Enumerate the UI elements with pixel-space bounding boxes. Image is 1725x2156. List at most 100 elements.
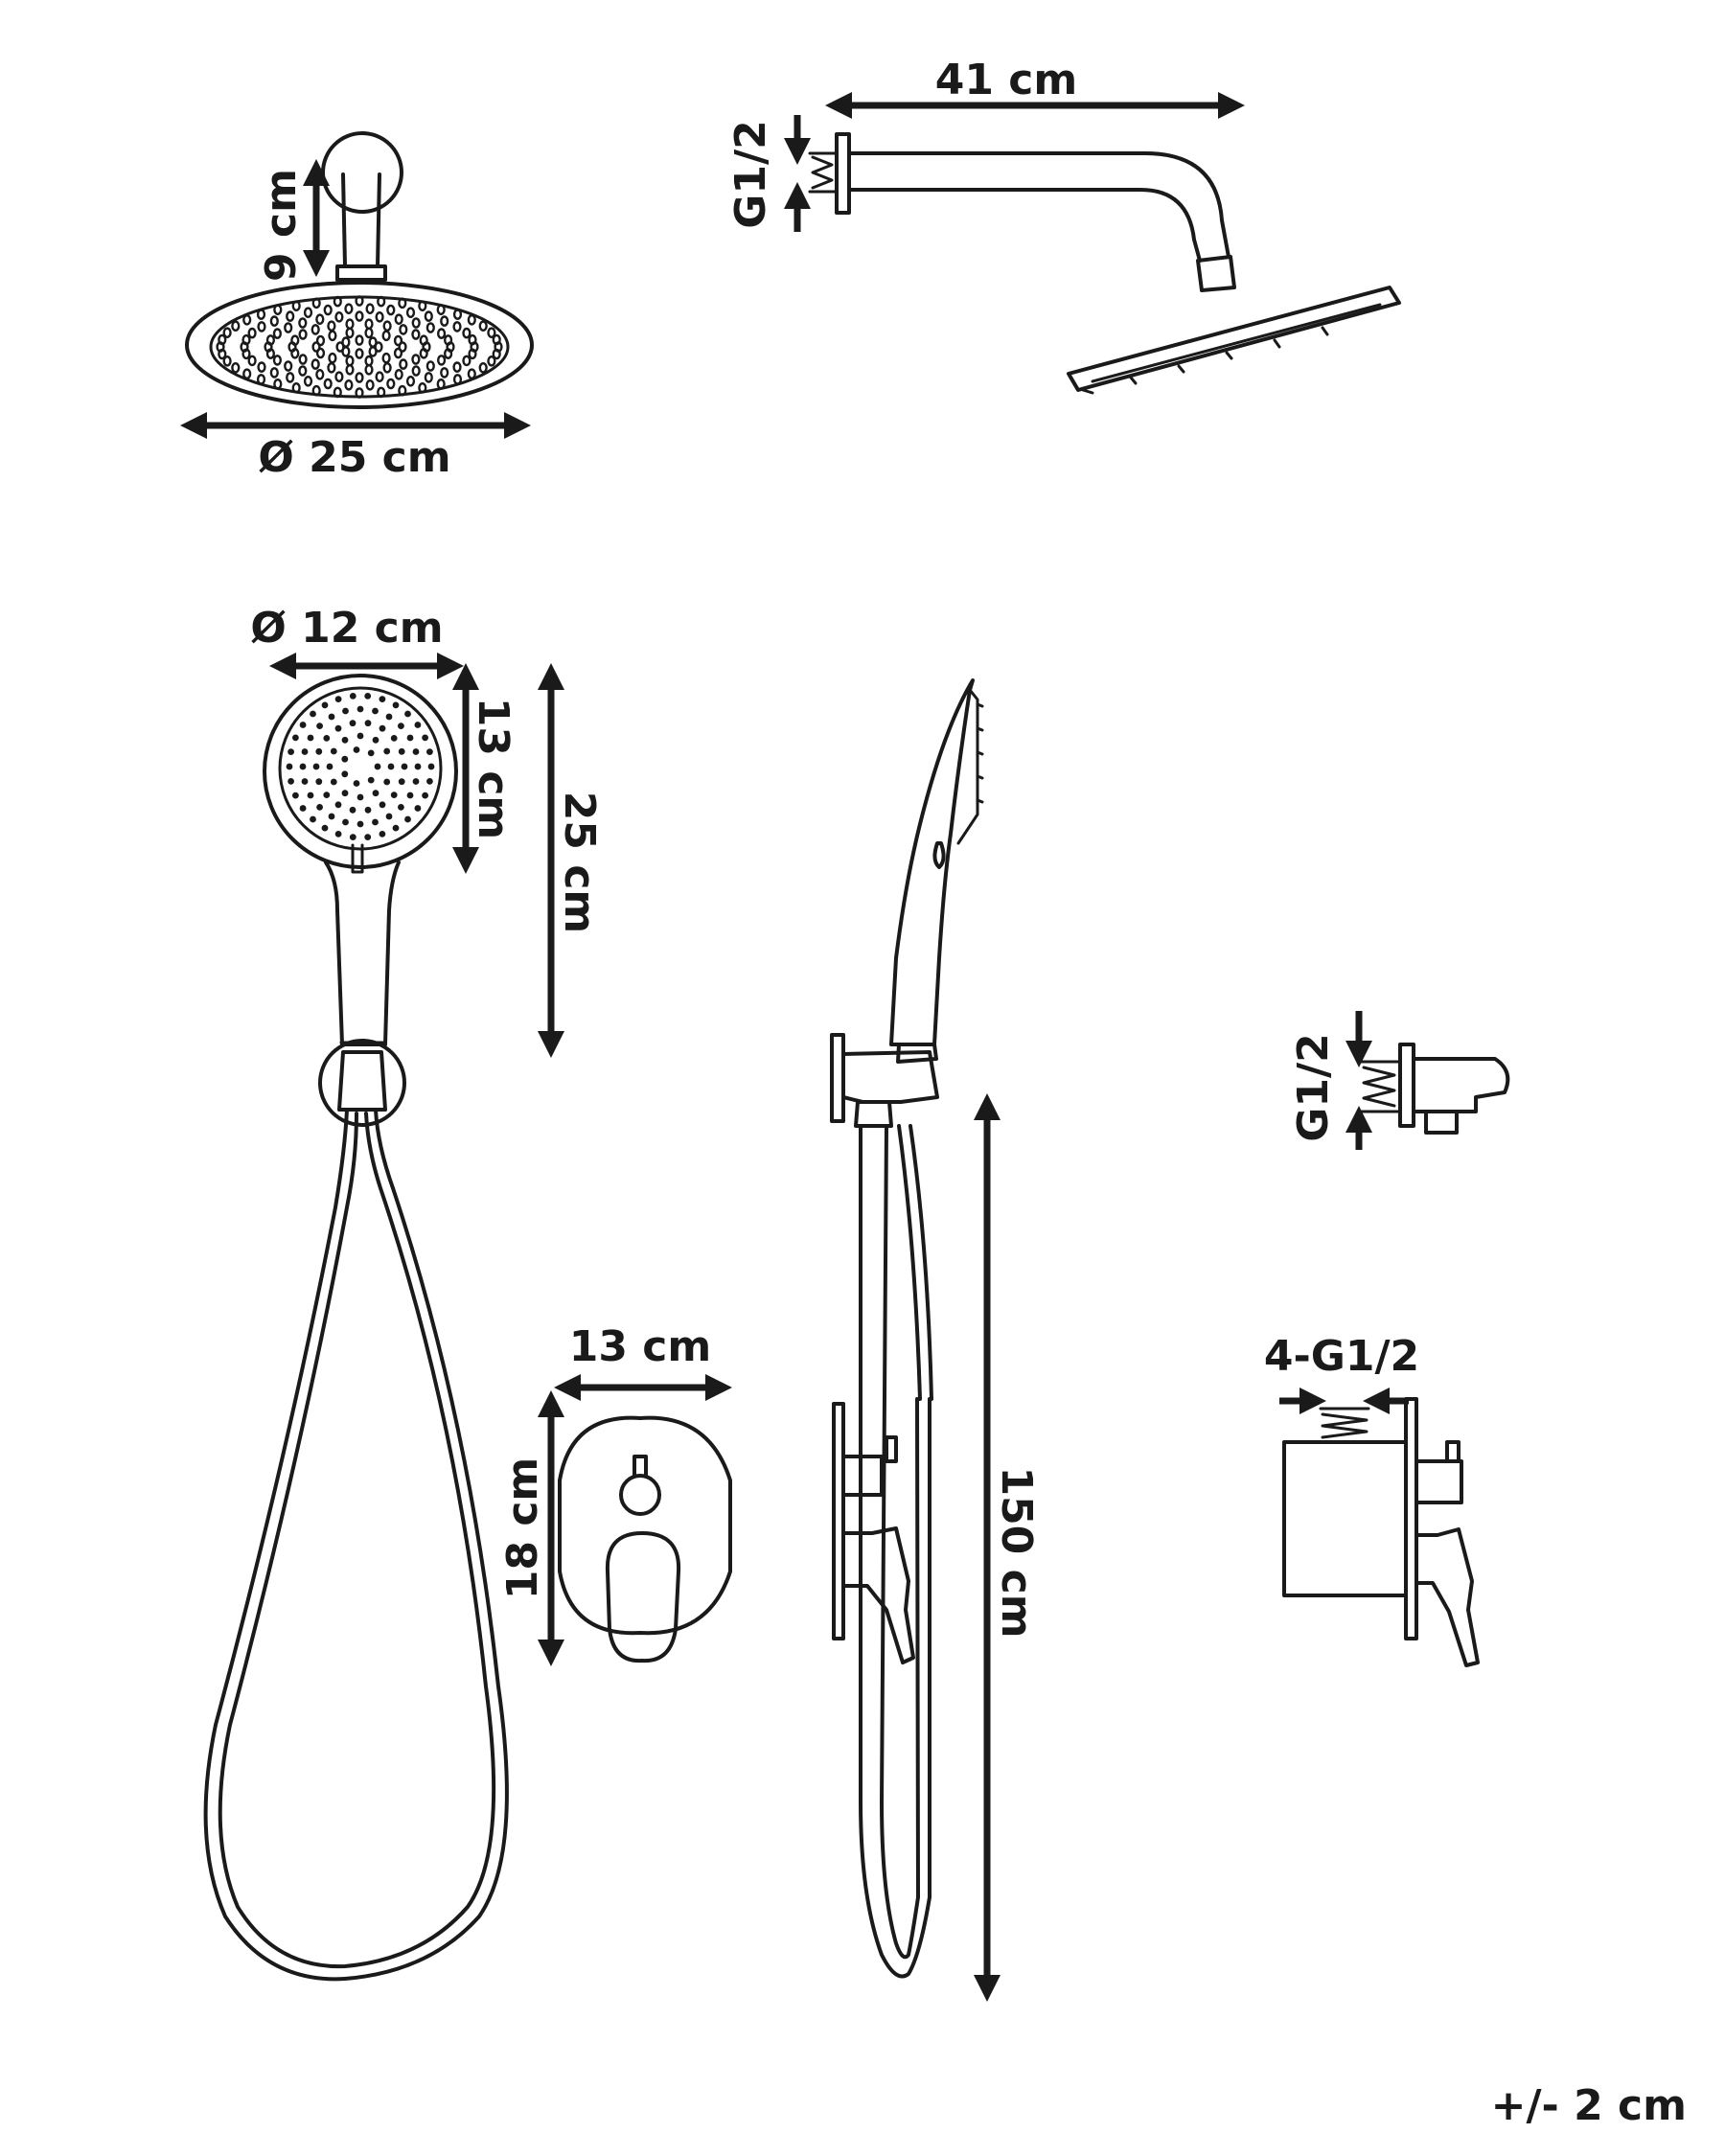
nozzle-dot bbox=[382, 320, 392, 333]
nozzle-dot bbox=[345, 363, 355, 376]
hand-nozzle-dot bbox=[385, 713, 393, 721]
hand-nozzle-dot bbox=[323, 735, 331, 742]
nozzle-dot bbox=[273, 378, 283, 390]
hand-nozzle-dot bbox=[422, 734, 428, 742]
nozzle-dot bbox=[374, 341, 383, 353]
wall-plate bbox=[835, 132, 851, 215]
arm-swivel bbox=[1196, 255, 1236, 292]
nozzle-dot bbox=[377, 386, 386, 399]
nozzle-dot bbox=[257, 321, 266, 333]
hand-nozzle-dot bbox=[301, 778, 309, 785]
hand-profile bbox=[889, 678, 975, 1046]
nozzle-dot bbox=[218, 333, 227, 346]
side-mode-switch bbox=[932, 841, 946, 869]
nozzle-dot bbox=[311, 297, 321, 310]
rain-shower-head-front bbox=[185, 131, 534, 409]
hand-nozzle-dot bbox=[379, 801, 386, 809]
wall-holder-detail bbox=[1359, 1043, 1510, 1135]
hand-nozzle-dot bbox=[349, 806, 356, 814]
hand-nozzle-dot bbox=[321, 824, 329, 832]
nozzle-dot bbox=[222, 355, 232, 367]
hand-nozzle-dot bbox=[301, 748, 309, 755]
hand-nozzle-dot bbox=[299, 763, 307, 770]
nozzle-dot bbox=[355, 334, 364, 346]
nozzle-dot bbox=[364, 318, 374, 331]
nozzle-dot bbox=[247, 355, 257, 367]
hand-nozzle-dot bbox=[292, 791, 299, 799]
hand-nozzle-dot bbox=[426, 778, 433, 785]
nozzle-dot bbox=[231, 320, 241, 333]
nozzle-dot bbox=[298, 329, 308, 340]
nozzle-dot bbox=[452, 374, 463, 385]
mixer-lever bbox=[605, 1531, 681, 1663]
hand-nozzle-dot bbox=[299, 722, 307, 728]
nozzle-dot bbox=[242, 368, 252, 380]
hand-nozzle-dot bbox=[372, 818, 379, 826]
nozzle-dot bbox=[487, 355, 496, 367]
nozzle-dot bbox=[478, 320, 488, 333]
side-hose-outer bbox=[859, 1124, 932, 1979]
nozzle-dot bbox=[272, 355, 283, 366]
nozzle-dot bbox=[265, 334, 276, 346]
hand-nozzle-dot bbox=[372, 736, 380, 744]
hand-nozzle-dot bbox=[316, 722, 323, 729]
nozzle-dot bbox=[335, 341, 345, 353]
hand-nozzle-dot bbox=[328, 713, 335, 721]
head-plate bbox=[1067, 286, 1401, 392]
nozzle-dot bbox=[382, 361, 392, 374]
hand-nozzle-dot bbox=[406, 791, 414, 799]
rain-shower-head-side bbox=[808, 132, 1401, 395]
hand-nozzle-dot bbox=[307, 791, 314, 799]
hand-nozzle-dot bbox=[426, 748, 433, 755]
label-hand-total-height: 25 cm bbox=[555, 791, 604, 933]
nozzle-dot bbox=[393, 347, 403, 359]
nozzle-dot bbox=[393, 334, 403, 347]
nozzle-dot bbox=[364, 363, 374, 376]
hand-nozzle-dot bbox=[356, 793, 364, 801]
nozzle-dot bbox=[444, 348, 453, 359]
mode-switch bbox=[351, 843, 364, 874]
hand-nozzle-dot bbox=[406, 734, 414, 742]
nozzle-dot bbox=[284, 322, 293, 333]
wall-flange bbox=[321, 131, 403, 214]
hand-nozzle-dot bbox=[414, 722, 422, 728]
nozzle-dot bbox=[452, 309, 463, 320]
nozzle-dot bbox=[440, 367, 449, 378]
nozzle-dot bbox=[405, 375, 416, 387]
nozzle-dot bbox=[269, 315, 279, 327]
nozzle-dot bbox=[242, 313, 252, 326]
nozzle-dot bbox=[344, 303, 354, 315]
nozzle-dot bbox=[315, 334, 326, 347]
hand-nozzle-dot bbox=[334, 696, 342, 702]
nozzle-dot bbox=[399, 324, 408, 335]
hand-nozzle-dot bbox=[315, 747, 323, 755]
hand-nozzle-dot bbox=[414, 805, 422, 812]
hand-shower-side bbox=[830, 678, 984, 1979]
nozzle-dot bbox=[328, 330, 337, 342]
arm-bottom bbox=[847, 188, 1202, 263]
nozzle-dot bbox=[424, 372, 433, 383]
nozzle-dot bbox=[355, 295, 364, 307]
valve-lever-side bbox=[841, 1526, 915, 1664]
nozzle-dot bbox=[478, 361, 488, 374]
nozzle-dot bbox=[411, 365, 421, 377]
valve-detail-lever bbox=[1414, 1527, 1480, 1667]
hand-nozzle-dot bbox=[341, 790, 349, 797]
nozzle-dot bbox=[492, 348, 501, 360]
nozzle-dot bbox=[440, 315, 449, 327]
hand-nozzle-dot bbox=[392, 701, 400, 709]
control-plate-front bbox=[558, 1415, 732, 1663]
nozzle-dot bbox=[394, 368, 403, 380]
valve-wall-plate bbox=[832, 1402, 845, 1640]
nozzle-dot bbox=[418, 381, 427, 394]
hand-nozzle-dot bbox=[312, 763, 320, 770]
nozzle-dot bbox=[272, 328, 283, 339]
hand-handle bbox=[324, 860, 401, 1046]
hand-nozzle-dot bbox=[316, 804, 323, 811]
nozzle-dot bbox=[286, 310, 295, 322]
nozzle-dot bbox=[424, 310, 433, 322]
hand-nozzle-dot bbox=[292, 734, 299, 742]
detail-holder-nut bbox=[1424, 1110, 1459, 1135]
hand-nozzle-dot bbox=[404, 710, 411, 718]
